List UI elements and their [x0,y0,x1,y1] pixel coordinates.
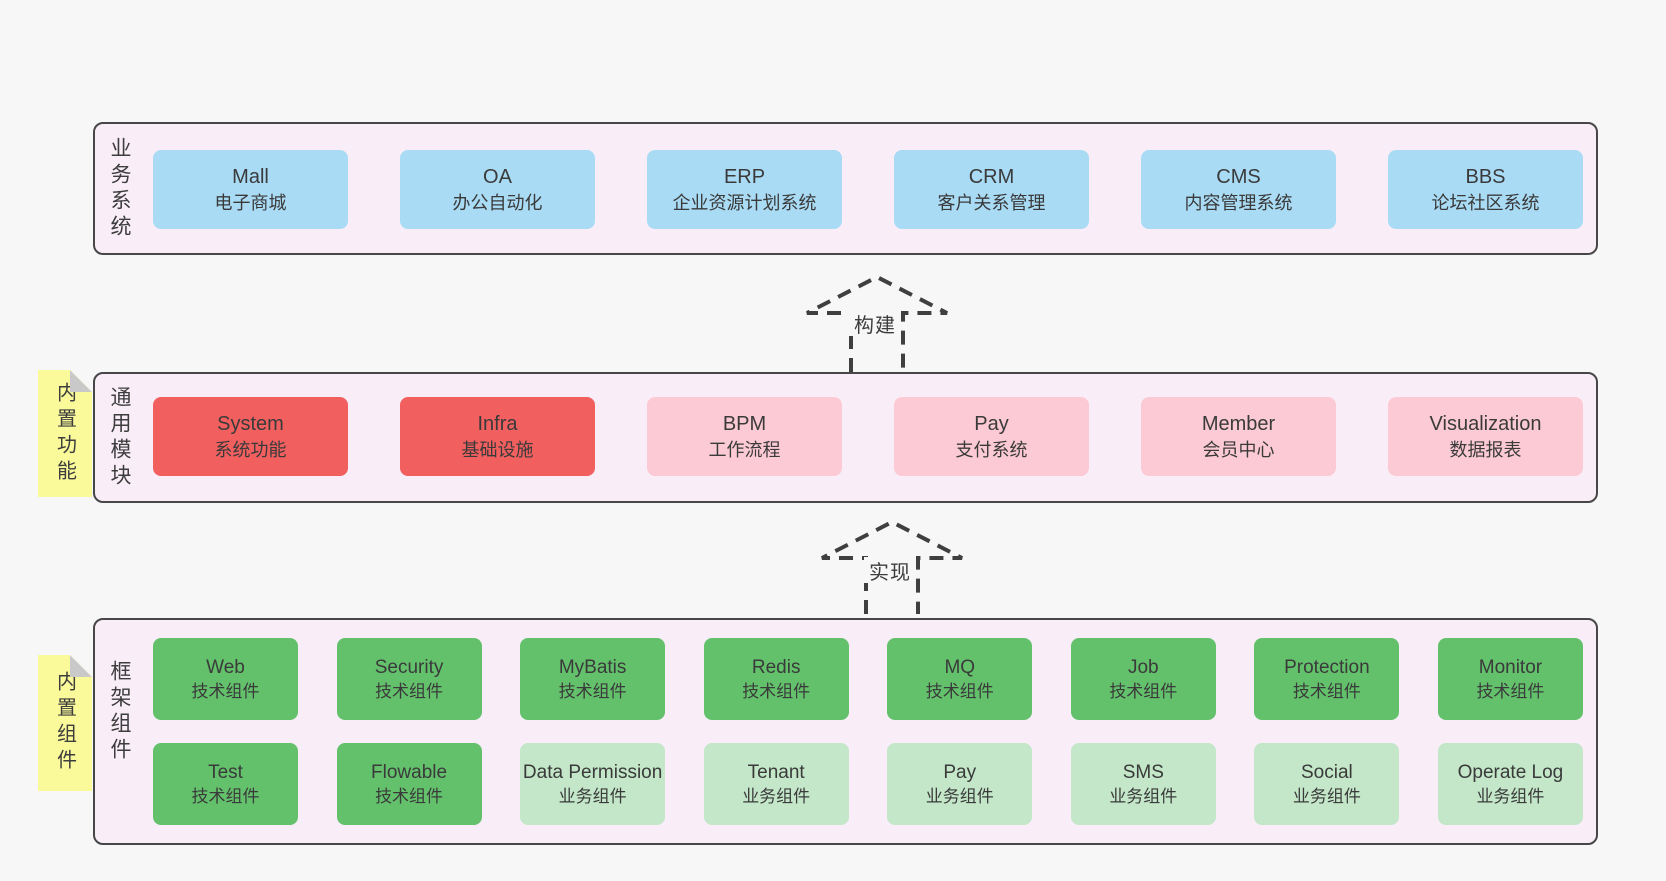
box-subtitle: 技术组件 [558,681,627,701]
box-subtitle: 业务组件 [1292,786,1361,806]
box-subtitle: 业务组件 [558,786,627,806]
box-oa: OA 办公自动化 [400,150,595,229]
box-subtitle: 技术组件 [375,681,444,701]
box-subtitle: 技术组件 [742,681,811,701]
box-tenant: Tenant 业务组件 [703,743,849,825]
box-visualization: Visualization 数据报表 [1388,397,1583,476]
box-job: Job 技术组件 [1070,638,1216,720]
box-security: Security 技术组件 [336,638,482,720]
box-title: CMS [1216,165,1261,188]
box-subtitle: 内容管理系统 [1184,192,1293,213]
business-systems-label: 业务系统 [108,136,131,241]
box-subtitle: 办公自动化 [452,192,543,213]
box-subtitle: 技术组件 [375,786,444,806]
box-title: Tenant [747,761,805,783]
box-title: BPM [722,412,767,435]
box-pay: Pay 支付系统 [894,397,1089,476]
box-title: BBS [1465,165,1506,188]
box-title: Data Permission [522,761,663,783]
box-subtitle: 技术组件 [1109,681,1178,701]
common-modules-row: System 系统功能 Infra 基础设施 BPM 工作流程 Pay 支付系统 Member 会… [153,397,1583,476]
box-sms: SMS 业务组件 [1070,743,1216,825]
box-monitor: Monitor 技术组件 [1437,638,1583,720]
box-social: Social 业务组件 [1254,743,1400,825]
builtin-features-note: 内置功能 [38,370,92,497]
box-title: Member [1201,412,1276,435]
box-title: Monitor [1478,656,1543,678]
implement-arrow-label: 实现 [864,557,916,584]
box-title: Job [1127,656,1159,678]
box-bpm: BPM 工作流程 [647,397,842,476]
box-data-permission: Data Permission 业务组件 [520,743,666,825]
box-title: Web [206,656,245,678]
box-subtitle: 工作流程 [708,439,781,460]
box-title: SMS [1122,761,1164,783]
box-subtitle: 客户关系管理 [937,192,1046,213]
box-system: System 系统功能 [153,397,348,476]
box-operate-log: Operate Log 业务组件 [1437,743,1583,825]
box-subtitle: 基础设施 [461,439,534,460]
box-title: MyBatis [558,656,627,678]
box-subtitle: 系统功能 [214,439,287,460]
box-bbs: BBS 论坛社区系统 [1388,150,1583,229]
box-subtitle: 支付系统 [955,439,1028,460]
framework-components-label: 框架组件 [108,660,131,764]
box-subtitle: 业务组件 [925,786,994,806]
box-subtitle: 技术组件 [1476,681,1545,701]
box-title: ERP [723,165,766,188]
box-subtitle: 业务组件 [1109,786,1178,806]
box-erp: ERP 企业资源计划系统 [647,150,842,229]
note-fold-corner [70,370,92,392]
box-title: Infra [477,412,518,435]
box-mybatis: MyBatis 技术组件 [520,638,666,720]
box-subtitle: 会员中心 [1202,439,1275,460]
box-subtitle: 业务组件 [742,786,811,806]
box-title: Visualization [1429,412,1542,435]
box-title: Protection [1284,656,1370,678]
box-redis: Redis 技术组件 [703,638,849,720]
box-subtitle: 技术组件 [1292,681,1361,701]
box-subtitle: 企业资源计划系统 [672,192,817,213]
box-flowable: Flowable 技术组件 [336,743,482,825]
box-title: Mall [232,165,269,188]
box-title: Redis [751,656,801,678]
build-arrow-label: 构建 [849,310,901,337]
business-systems-row: Mall 电子商城 OA 办公自动化 ERP 企业资源计划系统 CRM 客户关系管理 CMS 内容… [153,150,1583,229]
box-title: Test [208,761,243,783]
box-subtitle: 论坛社区系统 [1431,192,1540,213]
box-mall: Mall 电子商城 [153,150,348,229]
box-title: CRM [968,165,1015,188]
box-title: Pay [974,412,1009,435]
box-subtitle: 业务组件 [1476,786,1545,806]
box-title: System [217,412,284,435]
box-crm: CRM 客户关系管理 [894,150,1089,229]
builtin-components-note-text: 内置组件 [53,671,76,775]
box-mq: MQ 技术组件 [887,638,1033,720]
box-member: Member 会员中心 [1141,397,1336,476]
box-subtitle: 电子商城 [214,192,287,213]
box-subtitle: 数据报表 [1449,439,1522,460]
note-fold-corner [70,655,92,677]
box-pay: Pay 业务组件 [887,743,1033,825]
builtin-components-note: 内置组件 [38,655,92,791]
box-title: OA [483,165,512,188]
box-test: Test 技术组件 [153,743,298,825]
box-subtitle: 技术组件 [925,681,994,701]
box-title: Security [374,656,444,678]
box-title: Social [1301,761,1353,783]
box-title: Operate Log [1457,761,1564,783]
builtin-features-note-text: 内置功能 [53,381,76,486]
box-infra: Infra 基础设施 [400,397,595,476]
common-modules-label: 通用模块 [108,385,131,490]
box-title: Pay [943,761,977,783]
box-title: Flowable [371,761,448,783]
box-title: MQ [944,656,976,678]
box-protection: Protection 技术组件 [1254,638,1400,720]
box-subtitle: 技术组件 [191,786,260,806]
box-subtitle: 技术组件 [191,681,260,701]
box-web: Web 技术组件 [153,638,298,720]
box-cms: CMS 内容管理系统 [1141,150,1336,229]
